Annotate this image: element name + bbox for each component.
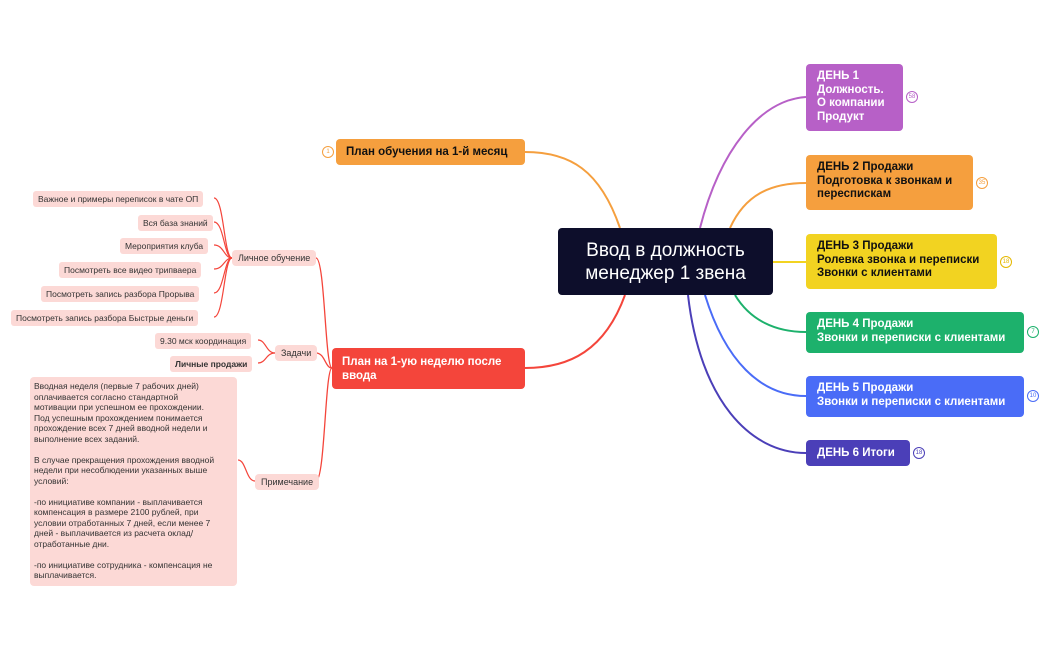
day-4-badge: 7: [1027, 326, 1039, 338]
week-plan-node[interactable]: План на 1-ую неделю после ввода: [332, 348, 525, 389]
note-text: Вводная неделя (первые 7 рабочих дней) о…: [30, 377, 237, 586]
leaf-knowledge-base[interactable]: Вся база знаний: [138, 215, 213, 231]
day-5-node[interactable]: ДЕНЬ 5 Продажи Звонки и переписки с клие…: [806, 376, 1024, 417]
day-3-node[interactable]: ДЕНЬ 3 Продажи Ролевка звонка и переписк…: [806, 234, 997, 289]
day-6-badge: 18: [913, 447, 925, 459]
leaf-tripwire-videos[interactable]: Посмотреть все видео трипваера: [59, 262, 202, 278]
month-plan-label: План обучения на 1-й месяц: [346, 146, 508, 158]
leaf-chat-examples[interactable]: Важное и примеры переписок в чате ОП: [33, 191, 204, 207]
day-6-node[interactable]: ДЕНЬ 6 Итоги: [806, 440, 910, 466]
note-node[interactable]: Примечание: [255, 474, 320, 490]
day-1-badge: 58: [906, 91, 918, 103]
week-plan-label: План на 1-ую неделю после ввода: [342, 355, 502, 382]
leaf-club-events[interactable]: Мероприятия клуба: [120, 238, 209, 254]
leaf-breakthrough-recording[interactable]: Посмотреть запись разбора Прорыва: [41, 286, 200, 302]
leaf-coordination[interactable]: 9.30 мск координация: [155, 333, 252, 349]
day-2-node[interactable]: ДЕНЬ 2 Продажи Подготовка к звонкам и пе…: [806, 155, 973, 210]
day-2-badge: 35: [976, 177, 988, 189]
root-topic[interactable]: Ввод в должность менеджер 1 звена: [558, 228, 773, 295]
leaf-personal-sales[interactable]: Личные продажи: [170, 356, 253, 372]
leaf-quick-money-recording[interactable]: Посмотреть запись разбора Быстрые деньги: [11, 310, 199, 326]
day-5-badge: 10: [1027, 390, 1039, 402]
day-3-badge: 18: [1000, 256, 1012, 268]
day-4-node[interactable]: ДЕНЬ 4 Продажи Звонки и переписки с клие…: [806, 312, 1024, 353]
month-plan-badge: 1: [322, 146, 334, 158]
personal-learning-node[interactable]: Личное обучение: [232, 250, 317, 266]
day-1-node[interactable]: ДЕНЬ 1 Должность. О компании Продукт: [806, 64, 903, 131]
month-plan-node[interactable]: План обучения на 1-й месяц: [336, 139, 525, 165]
tasks-node[interactable]: Задачи: [275, 345, 318, 361]
